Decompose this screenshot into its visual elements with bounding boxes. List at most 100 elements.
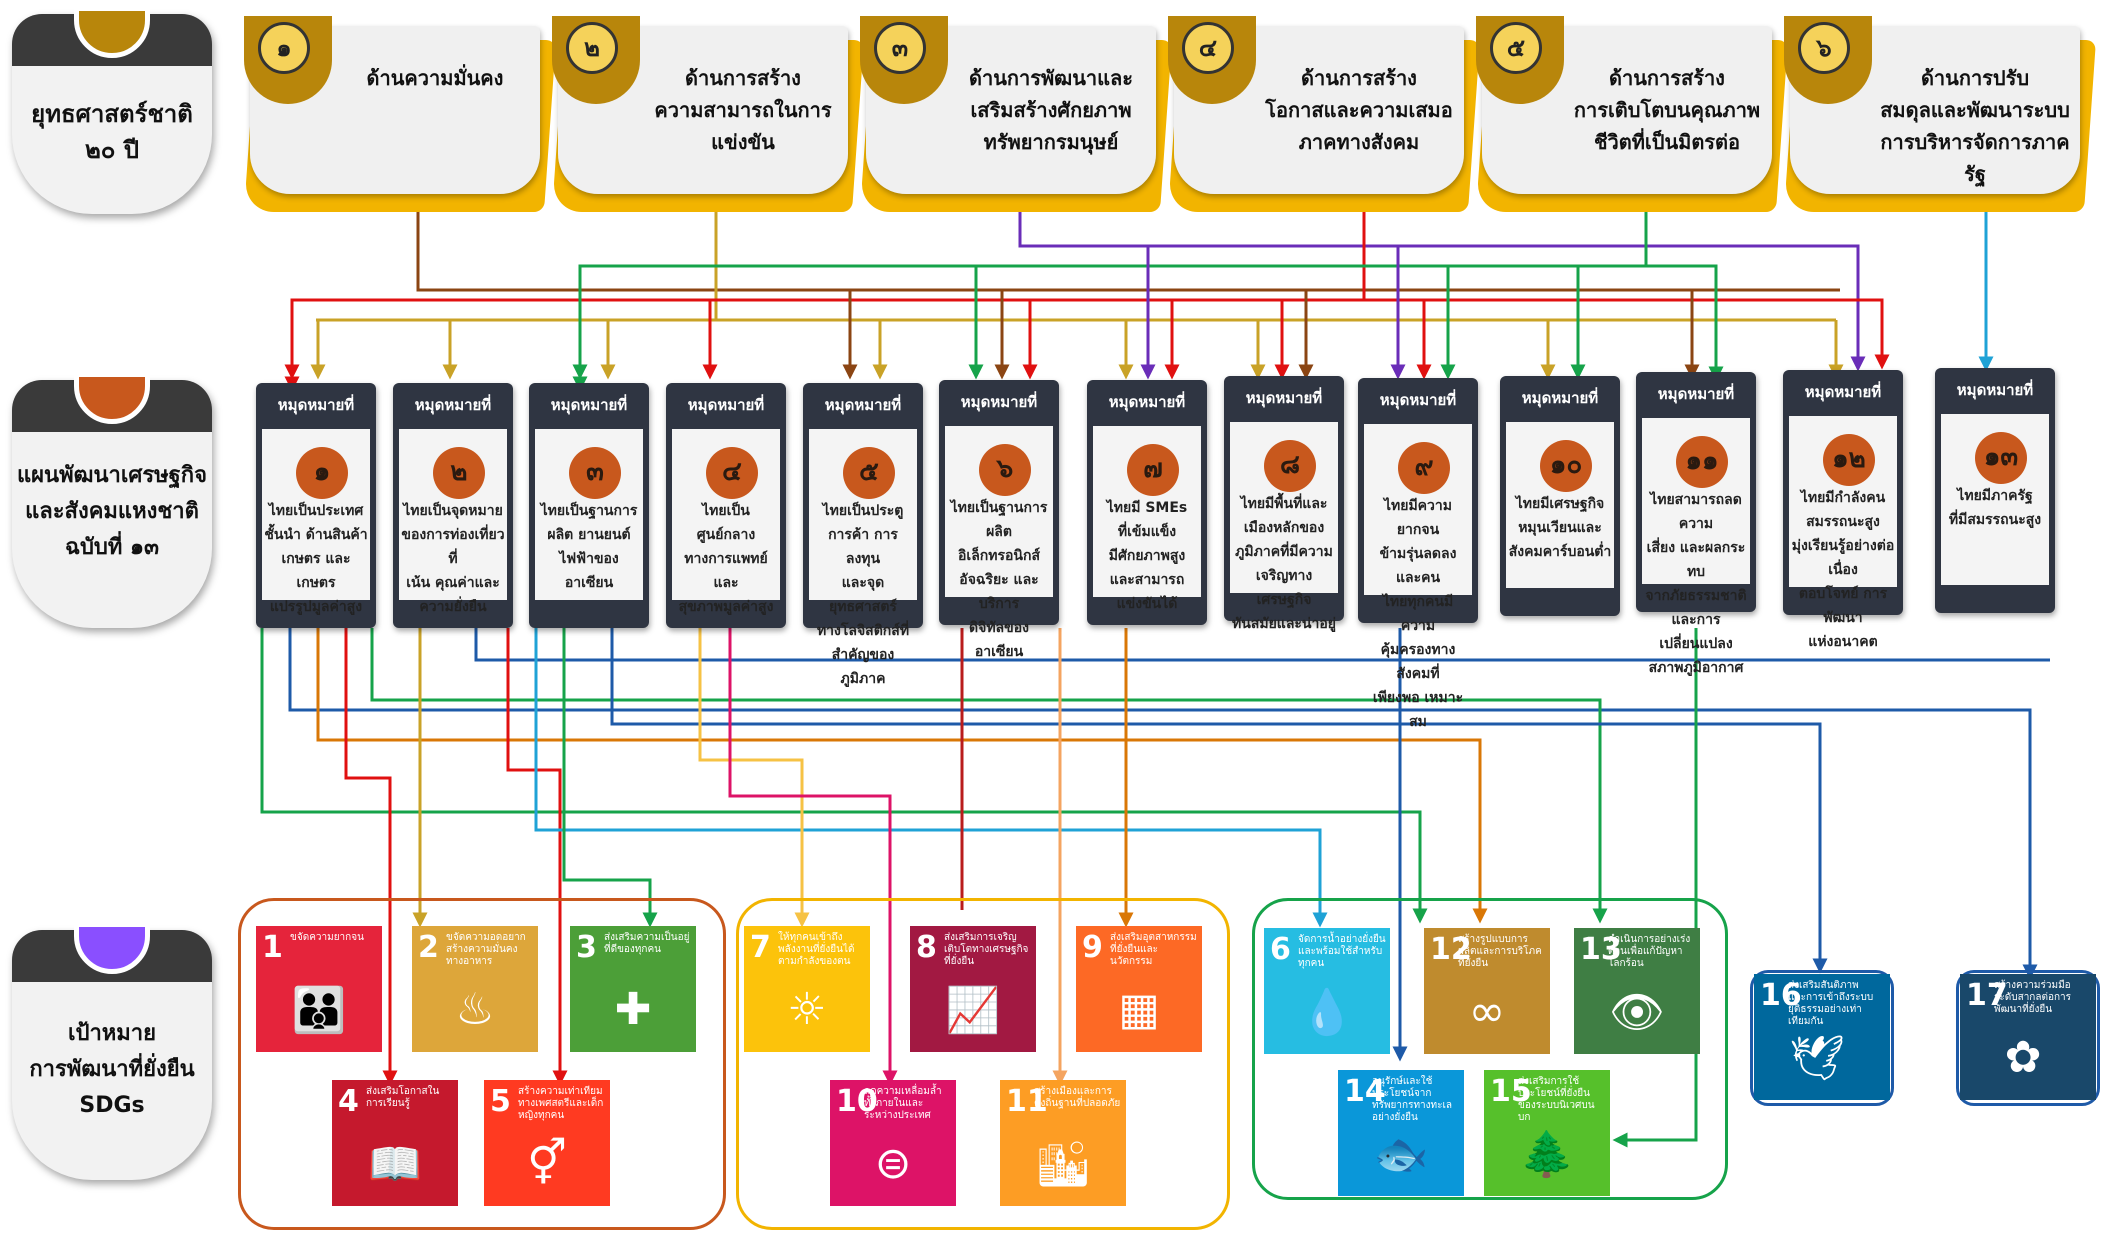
sdg-number: 12 [1430,932,1472,967]
sdg-3-tile: 3 ส่งเสริมความเป็นอยู่ที่ดีของทุกคน ✚ [570,926,696,1052]
strategy-3-trunk [1018,212,1866,372]
milestone-3: หมุดหมายที่๓ไทยเป็นฐานการ ผลิต ยานยนต์ ไ… [529,383,649,628]
milestone-7: หมุดหมายที่๗ไทยมี SMEs ที่เข้มแข็ง มีศัก… [1087,380,1207,625]
sdg-title: ส่งเสริมการใช้ประโยชน์ที่ยั่งยืนของระบบน… [1518,1076,1595,1123]
sdg-group-peace [1750,970,1894,1106]
strategy-4-trunk [284,212,1366,392]
milestone-text: ไทยมีความยากจน ข้ามรุ่นลดลง และคน ไทยทุก… [1372,498,1464,730]
sdg-title: ส่งเสริมโอกาสในการเรียนรู้ [366,1086,440,1109]
sdg-group-prosperity [736,898,1230,1230]
sdg-connector [370,628,1608,924]
strategy-title: ด้านการสร้าง โอกาสและความเสมอ ภาคทางสังค… [1265,66,1453,154]
milestone-13: หมุดหมายที่๑๓ไทยมีภาครัฐ ที่มีสมรรถนะสูง [1935,368,2055,613]
strategy-badge: ๑ [244,16,332,104]
milestone-heading: หมุดหมายที่ [1108,393,1186,411]
sdg-title: ส่งเสริมสันติภาพและการเข้าถึงระบบยุติธรร… [1788,980,1874,1027]
sdg-title: อนุรักษ์และใช้ประโยชน์จากทรัพยากรทางทะเล… [1372,1076,1453,1123]
milestone-body: ๕ไทยเป็นประตู การค้า การลงทุน และจุดยุทธ… [809,429,917,687]
sdg-number: 15 [1490,1074,1532,1109]
strategy-title: ด้านการปรับ สมดุลและพัฒนาระบบ การบริหารจ… [1880,66,2070,186]
strategy-number: ๒ [566,22,618,74]
sdg-number: 6 [1270,932,1291,967]
milestone-text: ไทยมีภาครัฐ ที่มีสมรรถนะสูง [1948,488,2042,528]
sdg-group-people [238,898,726,1230]
milestone-10: หมุดหมายที่๑๐ไทยมีเศรษฐกิจ หมุนเวียนและ … [1500,376,1620,616]
sdg-connector [698,628,810,928]
milestone-1: หมุดหมายที่๑ไทยเป็นประเทศ ชั้นนำ ด้านสิน… [256,383,376,628]
sdg-number: 8 [916,930,937,965]
sdg-title: สร้างความร่วมมือระดับสากลต่อการพัฒนาที่ย… [1994,980,2072,1015]
milestone-number: ๔ [706,447,758,499]
milestone-5: หมุดหมายที่๕ไทยเป็นประตู การค้า การลงทุน… [803,383,923,687]
water-icon: 💧 [1299,987,1355,1038]
milestone-body: ๑๒ไทยมีกำลังคน สมรรถนะสูง มุ่งเรียนรู้อย… [1789,416,1897,650]
sdg-connector [288,628,2038,980]
strategy-badge: ๕ [1476,16,1564,104]
bowl-icon: ♨ [455,984,495,1035]
milestone-text: ไทยเป็นฐานการผลิต อิเล็กทรอนิกส์ อัจฉริย… [950,500,1048,660]
family-icon: 👪 [291,985,347,1036]
milestone-number: ๘ [1264,440,1316,492]
sdg-title: ดำเนินการอย่างเร่งด่วนเพื่อแก้ปัญหาโลกร้… [1608,934,1691,969]
milestone-9: หมุดหมายที่๙ไทยมีความยากจน ข้ามรุ่นลดลง … [1358,378,1478,730]
strategy-badge: ๒ [552,16,640,104]
milestone-text: ไทยมีพื้นที่และ เมืองหลักของ ภูมิภาคที่ม… [1232,496,1336,632]
sdg-title: ขจัดความยากจน [290,932,364,943]
tier-strategy: ยุทธศาสตร์ชาติ ๒๐ ปี [12,6,212,214]
milestone-heading: หมุดหมายที่ [1657,385,1735,403]
strategy-card: ๑ด้านความมั่นคง [244,16,540,194]
strategy-5: ๕ด้านการสร้าง การเติบโตบนคุณภาพ ชีวิตที่… [1475,16,1789,212]
strategy-title: ด้านความมั่นคง [366,66,504,90]
milestone-number: ๕ [843,447,895,499]
milestone-body: ๖ไทยเป็นฐานการผลิต อิเล็กทรอนิกส์ อัจฉริ… [945,426,1053,660]
fish-icon: 🐟 [1373,1129,1429,1180]
book-icon: 📖 [367,1139,423,1190]
milestone-text: ไทยเป็นประเทศ ชั้นนำ ด้านสินค้า เกษตร แล… [264,503,368,615]
tier-label: แผนพัฒนาเศรษฐกิจ และสังคมแหงชาติ ฉบับที่… [16,463,208,560]
milestone-body: ๘ไทยมีพื้นที่และ เมืองหลักของ ภูมิภาคที่… [1230,422,1338,632]
sdg-title: ส่งเสริมความเป็นอยู่ที่ดีของทุกคน [604,932,690,955]
strategy-badge: ๔ [1168,16,1256,104]
sdg-number: 3 [576,930,597,965]
health-icon: ✚ [614,984,652,1035]
sdg-connector [474,628,2050,662]
strategy-card: ๓ด้านการพัฒนาและ เสริมสร้างศักยภาพ ทรัพย… [860,16,1156,194]
milestone-number: ๑๑ [1676,436,1728,488]
strategy-number: ๔ [1182,22,1234,74]
sdg-title: ให้ทุกคนเข้าถึงพลังงานที่ยั่งยืนได้ตามกำ… [778,932,855,967]
sdg-number: 1 [262,930,283,965]
strategy-number: ๕ [1490,22,1542,74]
sdg-title: สร้างความเท่าเทียมทางเพศสตรีและเด็กหญิงท… [518,1086,604,1121]
sdg-connector [344,628,398,1086]
milestone-body: ๔ไทยเป็นศูนย์กลาง ทางการแพทย์และ สุขภาพม… [672,429,780,615]
dove-icon: 🕊 [1789,1033,1845,1084]
milestone-body: ๑๓ไทยมีภาครัฐ ที่มีสมรรถนะสูง [1941,414,2049,585]
growth-icon: 📈 [945,985,1001,1036]
strategy-5-trunk [1646,264,1724,382]
strategy-1-trunk [416,212,1840,292]
sdg-number: 14 [1344,1074,1386,1109]
sdg-number: 10 [836,1084,878,1119]
strategy-6: ๖ด้านการปรับ สมดุลและพัฒนาระบบ การบริหาร… [1783,16,2097,212]
sdg-title: ส่งเสริมอุตสาหกรรมที่ยั่งยืนและนวัตกรรม [1110,932,1197,967]
milestone-heading: หมุดหมายที่ [960,393,1038,411]
rings-icon: ✿ [2004,1032,2042,1083]
milestone-8: หมุดหมายที่๘ไทยมีพื้นที่และ เมืองหลักของ… [1224,376,1344,632]
milestone-body: ๑๐ไทยมีเศรษฐกิจ หมุนเวียนและ สังคมคาร์บอ… [1506,422,1614,588]
strategy-title: ด้านการพัฒนาและ เสริมสร้างศักยภาพ ทรัพยา… [968,66,1133,154]
milestone-2: หมุดหมายที่๒ไทยเป็นจุดหมาย ของการท่องเที… [393,383,513,628]
strategy-card: ๕ด้านการสร้าง การเติบโตบนคุณภาพ ชีวิตที่… [1476,16,1772,194]
milestone-number: ๙ [1398,442,1450,494]
sdg-title: จัดการน้ำอย่างยั่งยืนและพร้อมใช้สำหรับทุ… [1298,934,1386,969]
milestone-number: ๖ [979,444,1031,496]
milestone-heading: หมุดหมายที่ [1956,381,2034,399]
sdg-number: 11 [1006,1084,1048,1119]
strategy-number: ๓ [874,22,926,74]
milestone-4: หมุดหมายที่๔ไทยเป็นศูนย์กลาง ทางการแพทย์… [666,383,786,628]
